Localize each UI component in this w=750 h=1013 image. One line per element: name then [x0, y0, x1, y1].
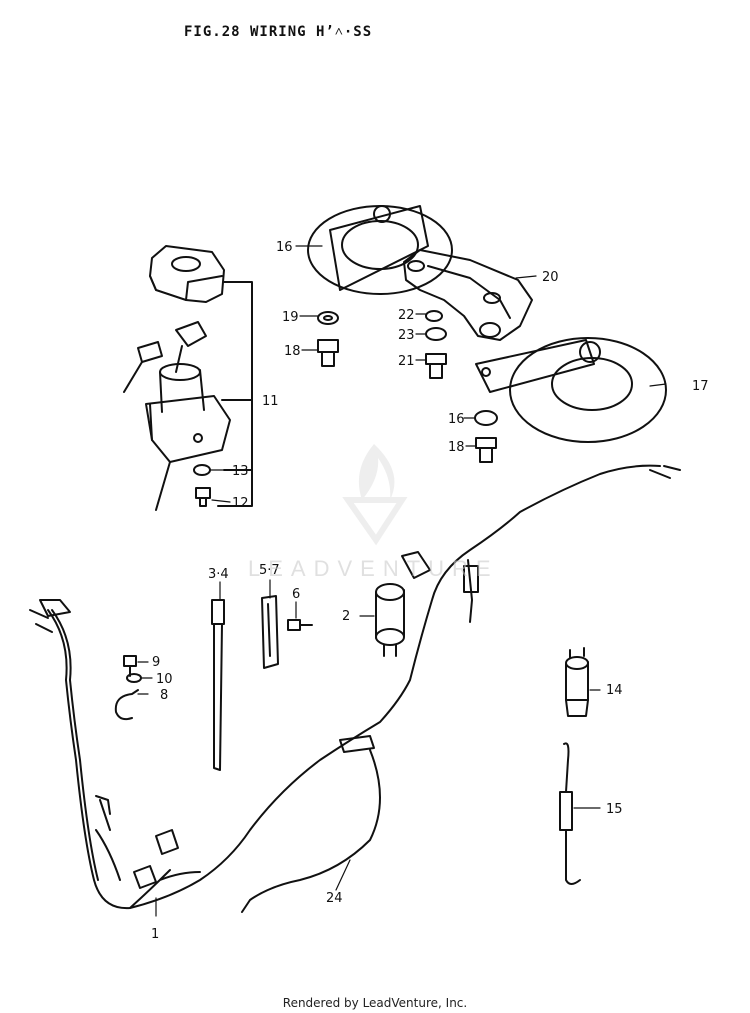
ignition-switch-part: [123, 321, 231, 511]
callout-20: 20: [542, 270, 559, 285]
callout-19: 19: [282, 310, 299, 325]
callout-16-top: 16: [276, 240, 293, 255]
callout-14: 14: [606, 683, 623, 698]
clamp-5-7-part: [261, 595, 279, 669]
callout-6: 6: [292, 587, 300, 602]
horn-16-part: [307, 205, 453, 295]
screw-9-part: [123, 655, 137, 677]
callout-18-left: 18: [284, 344, 301, 359]
washer-23-part: [425, 327, 447, 341]
screw-6-part: [287, 619, 313, 631]
callout-1: 1: [151, 927, 159, 942]
leadventure-flame-logo-icon: [342, 444, 408, 546]
washer-13-part: [193, 464, 211, 476]
callout-24: 24: [326, 891, 343, 906]
wire-lead-24-part: [241, 749, 381, 913]
callout-8: 8: [160, 688, 168, 703]
callout-2: 2: [342, 609, 350, 624]
washer-16-lower-part: [474, 410, 498, 426]
callout-11: 11: [262, 394, 279, 409]
washer-10-part: [126, 673, 142, 683]
callout-17: 17: [692, 379, 709, 394]
footer-credit: Rendered by LeadVenture, Inc.: [282, 996, 468, 1010]
bolt-12-part: [195, 487, 211, 507]
callout-21: 21: [398, 354, 415, 369]
callout-18-right: 18: [448, 440, 465, 455]
callout-3-4: 3·4: [208, 567, 229, 582]
hook-8-part: [114, 689, 139, 721]
callout-9: 9: [152, 655, 160, 670]
bolt-18-right-part: [475, 437, 497, 463]
bolt-18-left-part: [317, 339, 339, 367]
spring-15-part: [559, 742, 581, 885]
callout-13: 13: [232, 464, 249, 479]
leader-lines: [137, 245, 667, 917]
switch-14-part: [565, 647, 589, 717]
watermark-text: LEADVENTURE: [248, 556, 499, 581]
cable-tie-3-4-part: [211, 599, 225, 771]
ignition-cover-part: [149, 245, 225, 303]
washer-19-part: [317, 311, 339, 325]
callout-10: 10: [156, 672, 173, 687]
washer-22-part: [425, 310, 443, 322]
callout-15: 15: [606, 802, 623, 817]
callout-16-lower: 16: [448, 412, 465, 427]
callout-23: 23: [398, 328, 415, 343]
figure-title: FIG.28 WIRING Hʼ˄·SS: [184, 24, 373, 40]
bolt-21-part: [425, 353, 447, 379]
horn-17-part: [475, 337, 667, 443]
main-wiring-harness-1: [29, 464, 681, 910]
horn-bracket-20-part: [403, 249, 533, 341]
relay-2-part: [375, 583, 405, 657]
callout-5-7: 5·7: [259, 563, 280, 578]
callout-22: 22: [398, 308, 415, 323]
callout-12: 12: [232, 496, 249, 511]
